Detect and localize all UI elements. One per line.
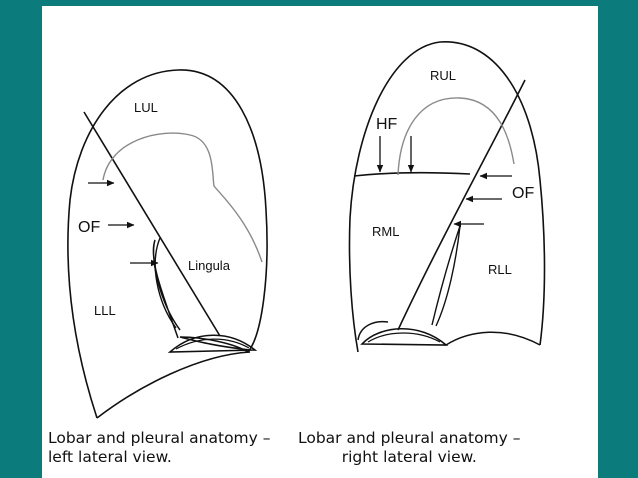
right-oblique-fissure [397,79,526,331]
label-lingula: Lingula [188,258,231,273]
label-hf: HF [376,116,398,133]
right-caption-line2: right lateral view. [341,448,477,466]
rll-inner-outline [431,225,461,327]
label-rul: RUL [430,68,456,83]
right-diaphragm-inner [367,332,441,343]
left-caption-line2: left lateral view. [48,448,172,466]
label-of-left: OF [78,219,100,236]
left-diaphragm-inner [175,338,250,350]
label-of-right: OF [512,185,534,202]
right-lung-base-left [357,320,389,341]
horizontal-fissure [353,171,471,177]
right-lung-base-right [445,331,541,346]
label-rll: RLL [488,262,512,277]
left-lung-base [96,351,251,419]
left-pleural-line [102,132,263,263]
left-lingula-curve [154,237,177,329]
left-caption: Lobar and pleural anatomy – left lateral… [48,429,271,467]
right-caption: Lobar and pleural anatomy – right latera… [298,429,521,467]
slide-background [42,6,598,478]
left-lung-diagram: LUL OF Lingula LLL [67,69,268,419]
left-lingula-outline [152,239,181,339]
left-caption-line1: Lobar and pleural anatomy – [48,429,271,447]
right-lung-outline [348,41,546,353]
right-diaphragm-dome [360,328,449,346]
left-diaphragm-dome [167,334,258,353]
right-caption-line1: Lobar and pleural anatomy – [298,429,521,447]
label-lul: LUL [134,100,158,115]
right-pleural-line [397,97,515,176]
left-oblique-fissure [83,111,221,337]
label-rml: RML [372,224,399,239]
label-lll: LLL [94,303,116,318]
left-lung-outline [67,69,268,419]
right-lung-diagram: RUL HF OF RML RLL [348,41,546,353]
